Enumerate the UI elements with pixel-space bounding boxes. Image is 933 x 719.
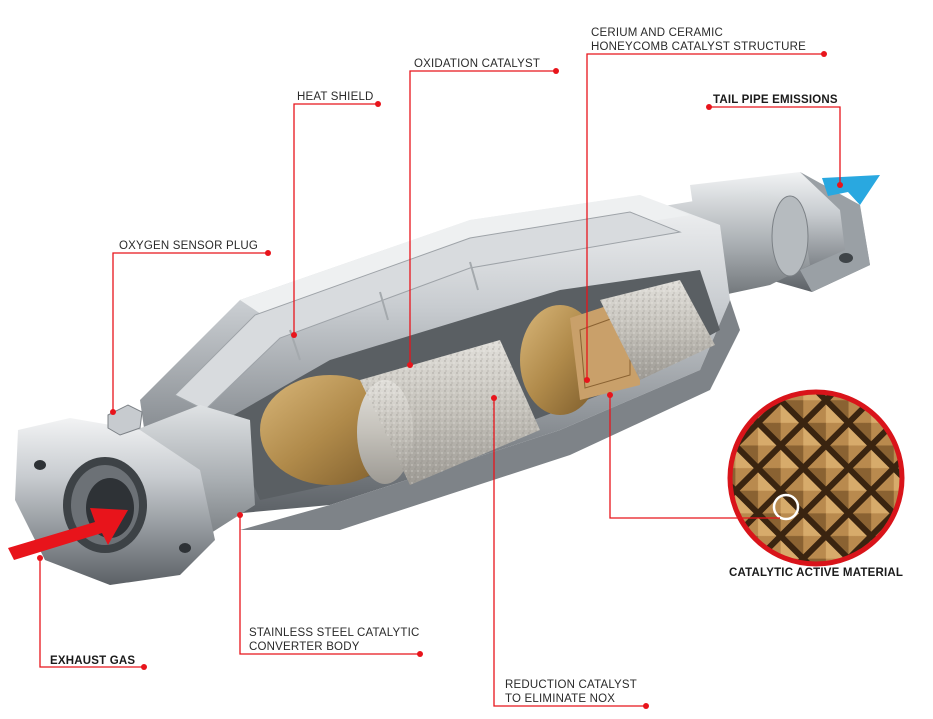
dot-tail-pipe-end <box>706 104 712 110</box>
label-oxidation-catalyst: OXIDATION CATALYST <box>414 58 541 70</box>
label-oxygen-sensor-plug: OXYGEN SENSOR PLUG <box>119 240 259 252</box>
honeycomb-magnified-inset <box>727 389 905 567</box>
label-heat-shield: HEAT SHIELD <box>297 91 374 103</box>
label-cerium-line2: HONEYCOMB CATALYST STRUCTURE <box>591 41 806 53</box>
leader-stainless <box>239 515 420 655</box>
tailpipe-outlet-arrow <box>822 175 880 205</box>
label-tail-pipe-emissions: TAIL PIPE EMISSIONS <box>713 94 838 106</box>
leader-heat-shield <box>293 103 378 335</box>
dot-oxygen-start <box>110 409 116 415</box>
exhaust-inlet-arrow <box>8 508 128 560</box>
dot-heat-shield-start <box>291 332 297 338</box>
dot-exhaust-end <box>141 664 147 670</box>
leader-tail-pipe <box>709 106 841 185</box>
label-reduction-line2: TO ELIMINATE NOX <box>505 693 616 705</box>
label-stainless-line2: CONVERTER BODY <box>249 641 360 653</box>
leader-catalytic-active <box>609 395 780 519</box>
dot-cerium-start <box>584 377 590 383</box>
leader-dots <box>37 51 843 709</box>
dot-oxidation-end <box>553 68 559 74</box>
dot-stainless-start <box>237 512 243 518</box>
dot-oxidation-start <box>407 362 413 368</box>
leader-oxidation <box>409 70 556 365</box>
leader-cerium <box>586 53 824 380</box>
label-cerium-line1: CERIUM AND CERAMIC <box>591 27 724 39</box>
label-reduction-line1: REDUCTION CATALYST <box>505 679 638 691</box>
leader-lines <box>39 53 841 707</box>
dot-oxygen-end <box>265 250 271 256</box>
dot-reduction-start <box>491 395 497 401</box>
dot-exhaust-start <box>37 555 43 561</box>
dot-stainless-end <box>417 651 423 657</box>
dot-reduction-end <box>643 703 649 709</box>
label-exhaust-gas: EXHAUST GAS <box>50 655 136 667</box>
leader-exhaust <box>39 558 144 668</box>
cutaway-interior <box>225 270 720 500</box>
dot-cerium-end <box>821 51 827 57</box>
dot-tail-pipe-start <box>837 182 843 188</box>
dot-catalytic-end <box>607 392 613 398</box>
label-catalytic-active-material: CATALYTIC ACTIVE MATERIAL <box>729 567 904 579</box>
label-stainless-line1: STAINLESS STEEL CATALYTIC <box>249 627 420 639</box>
oxygen-sensor-plug <box>107 404 143 436</box>
dot-heat-shield-end <box>375 101 381 107</box>
leader-reduction <box>493 398 646 707</box>
leader-oxygen-sensor <box>112 252 268 412</box>
